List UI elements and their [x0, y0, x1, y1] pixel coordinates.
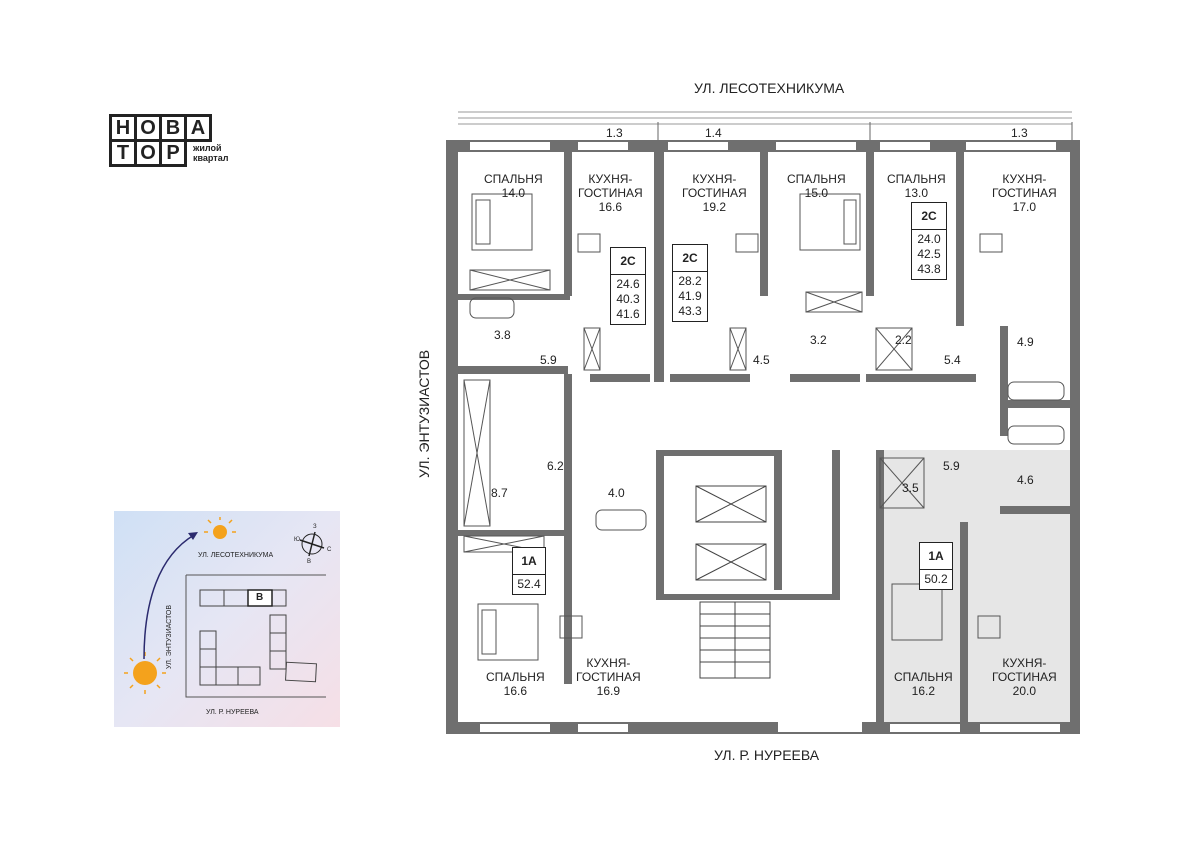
- inset-street-left: УЛ. ЭНТУЗИАСТОВ: [166, 604, 173, 669]
- area-label: 3.8: [494, 328, 511, 342]
- logo-letter: Т: [109, 139, 137, 167]
- area-label: 3.2: [810, 333, 827, 347]
- sun-icon: [124, 652, 166, 694]
- logo-letter: Н: [109, 114, 137, 142]
- inset-street-top: УЛ. ЛЕСОТЕХНИКУМА: [198, 552, 274, 559]
- area-label: 4.5: [753, 353, 770, 367]
- compass-west: Ю: [294, 537, 301, 543]
- logo: Н О В А Т О Р жилой квартал: [109, 114, 229, 167]
- apartment-tag[interactable]: 1А 52.4: [512, 547, 546, 595]
- dimension-label: 1.4: [705, 126, 722, 140]
- sun-icon: [204, 517, 236, 539]
- area-label: 4.6: [1017, 473, 1034, 487]
- logo-subtitle: жилой квартал: [193, 143, 229, 163]
- apartment-tag[interactable]: 1А 50.2: [919, 542, 953, 590]
- dimension-label: 1.3: [1011, 126, 1028, 140]
- logo-letter: Р: [159, 139, 187, 167]
- area-label: 5.9: [943, 459, 960, 473]
- compass-east: С: [327, 547, 332, 553]
- street-left-label: УЛ. ЭНТУЗИАСТОВ: [416, 349, 432, 478]
- area-label: 2.2: [895, 333, 912, 347]
- compass-north: З: [313, 524, 317, 530]
- logo-letter: А: [184, 114, 212, 142]
- inset-section-label: В: [256, 592, 264, 603]
- area-label: 4.0: [608, 486, 625, 500]
- area-label: 4.9: [1017, 335, 1034, 349]
- inset-drawing: [124, 517, 326, 698]
- logo-letter: О: [134, 114, 162, 142]
- dimension-label: 1.3: [606, 126, 623, 140]
- area-label: 5.4: [944, 353, 961, 367]
- area-label: 8.7: [491, 486, 508, 500]
- inset-street-bottom: УЛ. Р. НУРЕЕВА: [206, 709, 259, 716]
- floor-plan: [446, 111, 1080, 734]
- area-label: 5.9: [540, 353, 557, 367]
- logo-letter: О: [134, 139, 162, 167]
- location-inset: УЛ. ЛЕСОТЕХНИКУМА УЛ. Р. НУРЕЕВА УЛ. ЭНТ…: [114, 511, 340, 727]
- area-label: 6.2: [547, 459, 564, 473]
- street-top-label: УЛ. ЛЕСОТЕХНИКУМА: [694, 80, 845, 96]
- street-bottom-label: УЛ. Р. НУРЕЕВА: [714, 747, 820, 763]
- area-label: 3.5: [902, 481, 919, 495]
- logo-letter: В: [159, 114, 187, 142]
- compass-south: В: [307, 559, 312, 565]
